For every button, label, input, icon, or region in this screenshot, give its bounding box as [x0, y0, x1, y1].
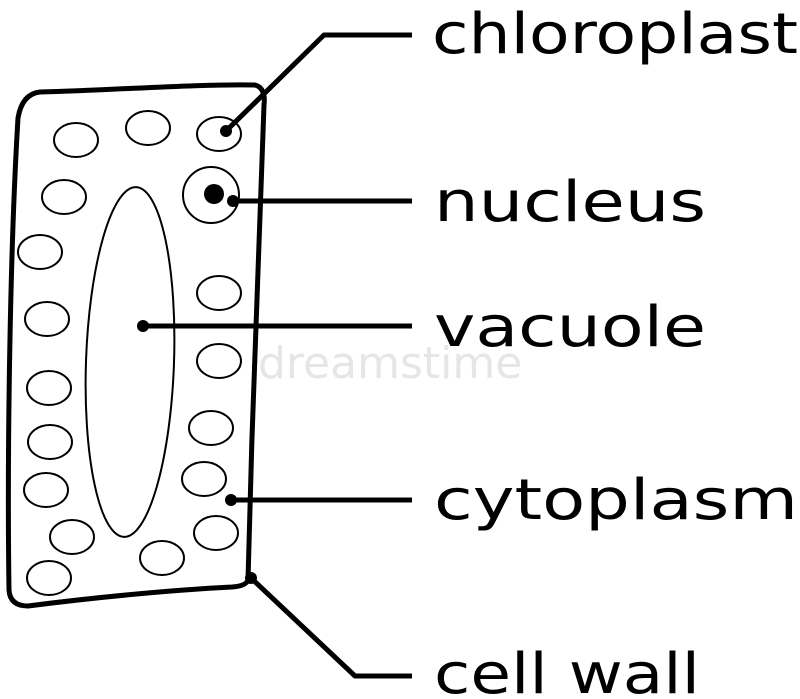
chloroplasts	[17, 110, 242, 596]
cell-wall-pointer-dot	[245, 572, 257, 584]
chloroplast-shape	[23, 472, 69, 508]
nucleus-label: nucleus	[434, 170, 706, 235]
chloroplast-shape	[27, 424, 73, 460]
chloroplast-shape	[41, 179, 87, 215]
chloroplast-shape	[196, 275, 242, 311]
nucleus-shape	[182, 166, 240, 224]
chloroplast-shape	[125, 110, 171, 146]
chloroplast-shape	[139, 540, 185, 576]
cell-wall-label: cell wall	[434, 642, 700, 699]
chloroplast-leader-line	[224, 32, 412, 133]
cell-wall-leader-line	[249, 576, 412, 679]
vacuole-label: vacuole	[434, 295, 706, 360]
chloroplast-pointer-dot	[220, 125, 232, 137]
chloroplast-shape	[196, 116, 242, 152]
chloroplast-shape	[181, 461, 227, 497]
chloroplast-shape	[26, 560, 72, 596]
chloroplast-shape	[53, 122, 99, 158]
watermark: dreamstime	[258, 338, 522, 389]
vacuole-pointer-dot	[137, 320, 149, 332]
chloroplast-shape	[193, 515, 239, 551]
chloroplast-label: chloroplast	[432, 2, 798, 67]
cell-wall-outline	[5, 82, 267, 609]
nucleus-pointer-dot	[227, 195, 239, 207]
chloroplast-shape	[196, 343, 242, 379]
cytoplasm-label: cytoplasm	[434, 468, 798, 533]
chloroplast-shape	[17, 234, 63, 270]
chloroplast-shape	[26, 370, 72, 406]
chloroplast-shape	[24, 301, 70, 337]
chloroplast-shape	[188, 410, 234, 446]
leader-lines	[143, 32, 412, 679]
vacuole-shape	[84, 186, 176, 538]
chloroplast-shape	[49, 519, 95, 555]
cytoplasm-pointer-dot	[225, 494, 237, 506]
leader-dots	[137, 125, 257, 584]
nucleolus-dot	[204, 184, 224, 204]
